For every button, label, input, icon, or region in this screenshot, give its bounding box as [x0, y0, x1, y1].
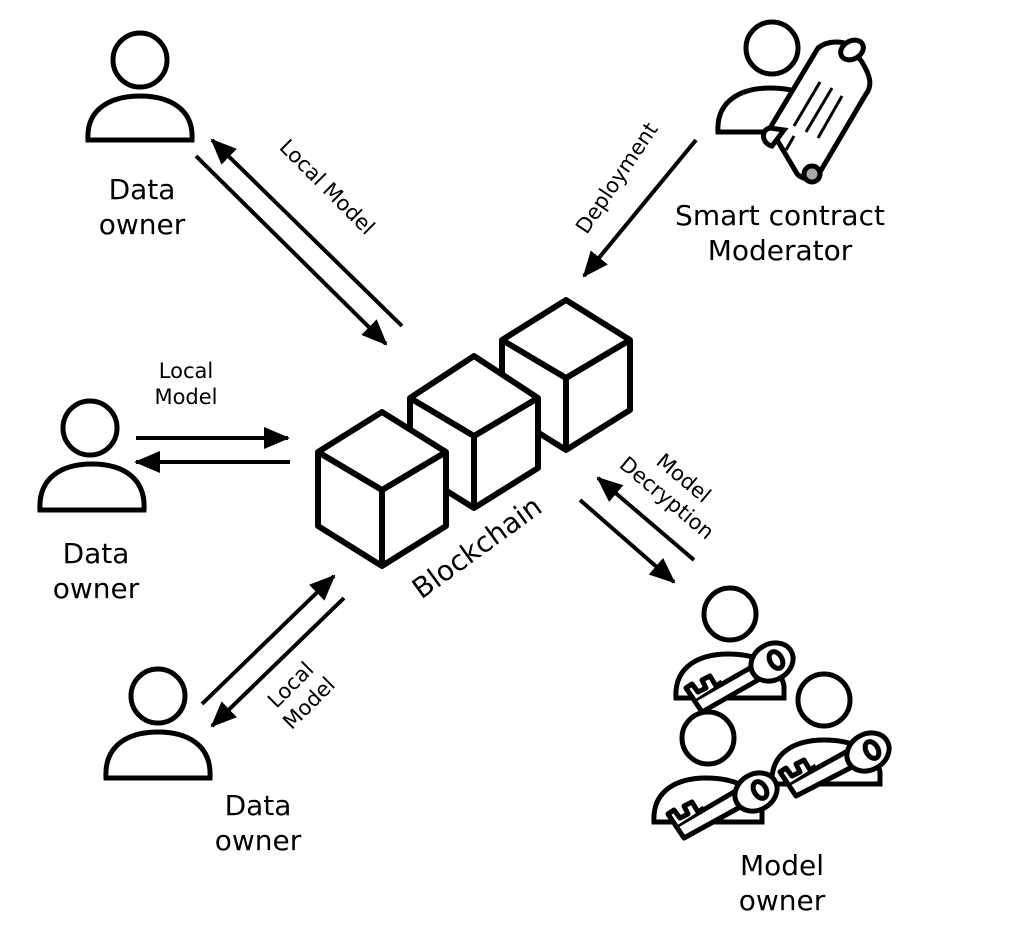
arrow-top-left-to-blockchain	[194, 154, 388, 346]
edge-label-line-1: Local	[158, 359, 214, 383]
moderator-label: Smart contract Moderator	[660, 198, 900, 268]
model-owner-label: Model owner	[722, 848, 842, 918]
data-owner-bottom-left-label: Data owner	[198, 788, 318, 858]
data-owner-top-left-label: Data owner	[82, 172, 202, 242]
arrow-moderator-to-blockchain	[582, 138, 698, 278]
edge-label-line-2: Model	[154, 385, 218, 410]
data-owner-middle-left-label: Data owner	[36, 536, 156, 606]
key-icon-bottom	[665, 770, 780, 841]
data-owner-bottom-left-icon	[103, 666, 213, 781]
arrow-model-owner-to-blockchain	[596, 476, 696, 562]
label-line-1: Data	[108, 173, 176, 206]
label-line-2: Moderator	[707, 234, 853, 267]
key-icon-top	[683, 640, 796, 715]
edge-label-middle-left: Local Model	[136, 358, 236, 411]
arrow-bottom-left-to-blockchain	[200, 574, 336, 706]
label-line-2: owner	[98, 208, 186, 241]
label-line-1: Model	[739, 849, 825, 882]
label-line-1: Data	[62, 537, 130, 570]
data-owner-middle-left-icon	[37, 398, 147, 513]
data-owner-top-left-icon	[85, 30, 195, 143]
label-line-2: owner	[738, 884, 826, 917]
arrow-blockchain-to-bottom-left	[210, 596, 346, 728]
label-line-1: Smart contract	[675, 199, 885, 232]
block-cube-1	[315, 409, 449, 569]
label-line-1: Data	[224, 789, 292, 822]
label-line-2: owner	[52, 572, 140, 605]
arrow-blockchain-to-top-left	[210, 138, 404, 328]
label-line-2: owner	[214, 824, 302, 857]
key-icon-right	[777, 730, 892, 799]
arrow-blockchain-to-model-owner	[578, 498, 676, 584]
scroll-icon	[761, 37, 873, 185]
